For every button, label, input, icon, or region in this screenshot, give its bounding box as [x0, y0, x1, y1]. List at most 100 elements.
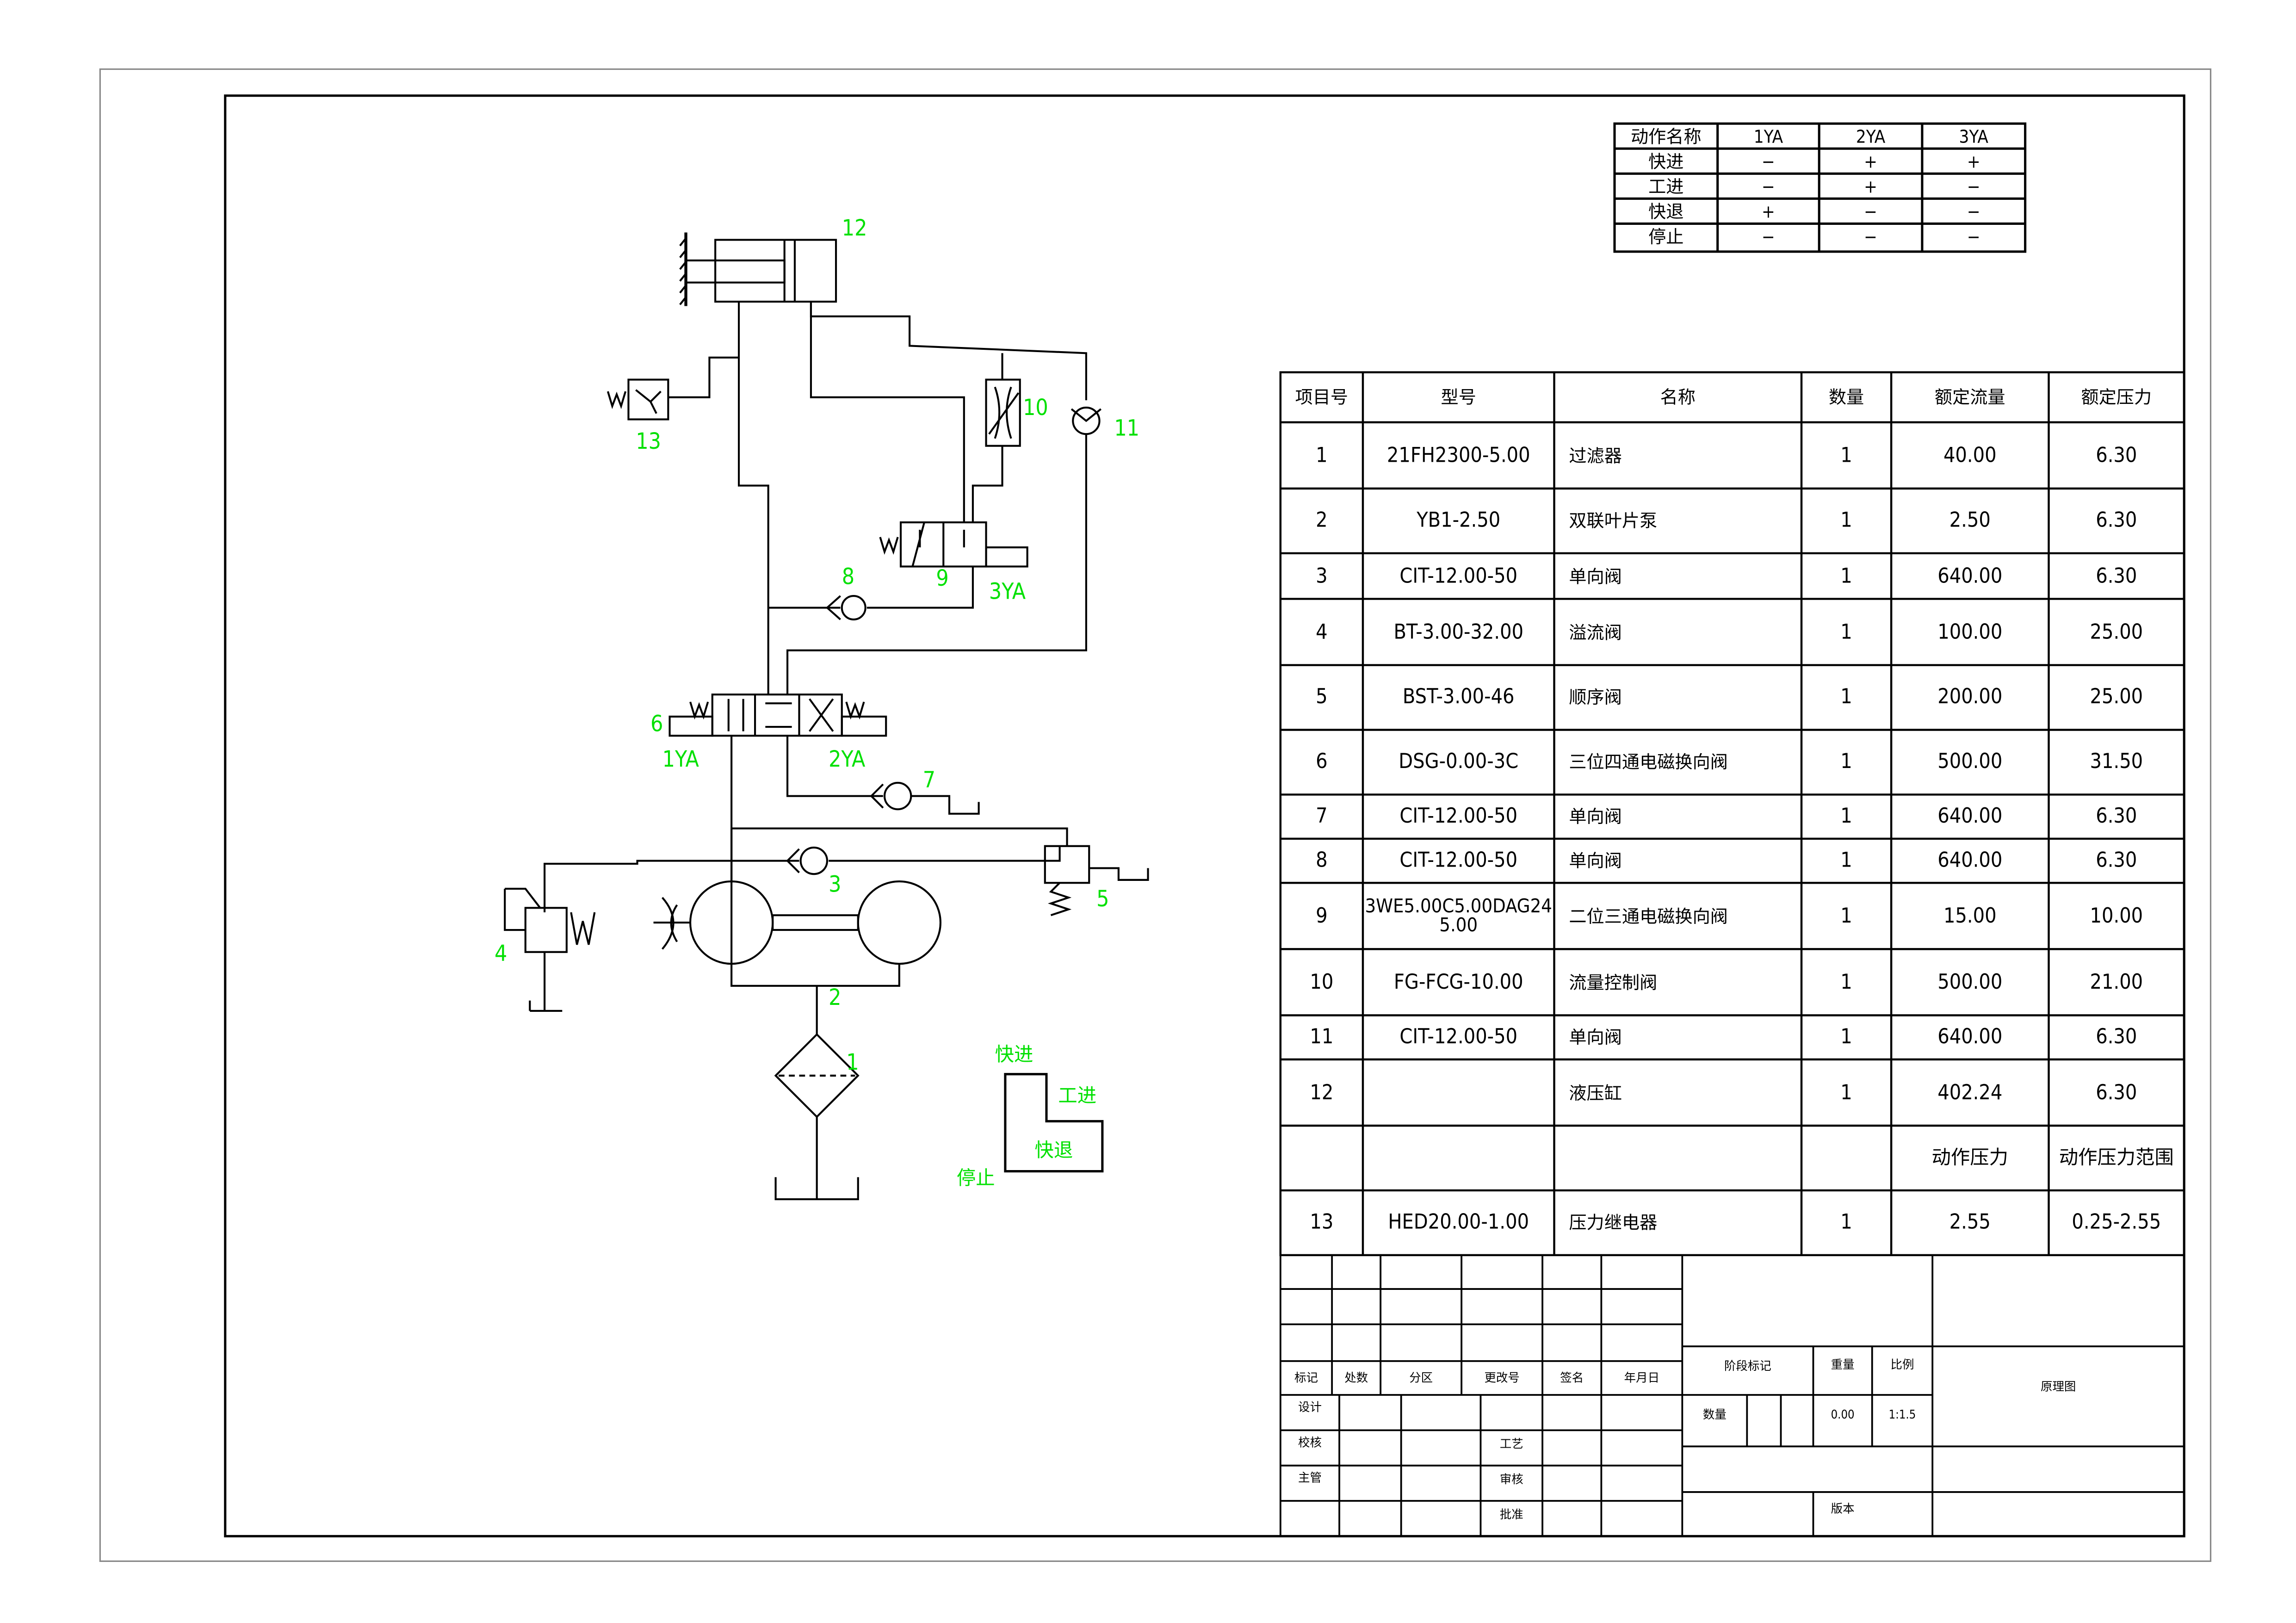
parts-cell: 640.00	[1937, 1025, 2003, 1049]
parts-cell: 31.50	[2090, 750, 2143, 774]
label-1: 1	[846, 1049, 859, 1076]
label-5: 5	[1096, 886, 1109, 912]
label-2: 2	[829, 984, 842, 1011]
cycle-fast-return: 快退	[1034, 1140, 1073, 1163]
parts-cell: 6.30	[2096, 443, 2137, 467]
parts-cell: 1	[1840, 564, 1852, 588]
tb-check: 校核	[1298, 1436, 1322, 1450]
tb-process: 工艺	[1499, 1437, 1523, 1451]
parts-cell: 1	[1840, 805, 1852, 829]
parts-cell: 0.25-2.55	[2072, 1211, 2161, 1235]
pressure-switch-13	[606, 378, 669, 421]
label-1ya: 1YA	[662, 746, 699, 773]
parts-cell: 5	[1316, 686, 1328, 709]
label-7: 7	[922, 766, 936, 793]
parts-cell: 溢流阀	[1569, 621, 1622, 643]
parts-cell: BT-3.00-32.00	[1393, 620, 1524, 644]
parts-cell: 动作压力	[1931, 1147, 2009, 1169]
parts-cell: 500.00	[1937, 750, 2003, 774]
action-header-name: 动作名称	[1630, 125, 1702, 147]
label-3: 3	[829, 871, 842, 898]
tb-signature: 签名	[1560, 1370, 1584, 1384]
parts-cell: DSG-0.00-3C	[1399, 750, 1519, 774]
parts-cell: CIT-12.00-50	[1399, 564, 1518, 588]
parts-cell: 单向阀	[1569, 850, 1622, 871]
parts-cell: 6.30	[2096, 1025, 2137, 1049]
parts-cell: 1	[1840, 443, 1852, 467]
parts-cell: HED20.00-1.00	[1388, 1211, 1529, 1235]
cylinder-12	[679, 232, 837, 306]
action-state: −	[1864, 201, 1877, 222]
parts-cell: FG-FCG-10.00	[1393, 970, 1523, 994]
pump-2	[653, 880, 941, 965]
parts-cell: 6.30	[2096, 849, 2137, 873]
parts-cell: 402.24	[1937, 1081, 2003, 1104]
parts-cell: 1	[1840, 686, 1852, 709]
label-9: 9	[936, 565, 949, 592]
parts-cell: 1	[1840, 1081, 1852, 1104]
action-header-1ya: 1YA	[1753, 125, 1783, 147]
tb-scale: 比例	[1890, 1358, 1914, 1372]
tb-weight: 重量	[1831, 1358, 1855, 1372]
parts-cell: 640.00	[1937, 564, 2003, 588]
label-8: 8	[842, 564, 855, 590]
parts-cell: 8	[1316, 849, 1328, 873]
parts-cell: 6.30	[2096, 1081, 2137, 1104]
tb-stage-mark: 阶段标记	[1724, 1359, 1771, 1373]
parts-cell: 40.00	[1943, 443, 1997, 467]
action-header-3ya: 3YA	[1959, 125, 1988, 147]
relief-valve-4	[504, 887, 596, 1012]
check-valve-11	[1071, 406, 1102, 435]
parts-cell: YB1-2.50	[1417, 509, 1501, 533]
parts-cell: 6.30	[2096, 805, 2137, 829]
parts-cell: 单向阀	[1569, 565, 1622, 587]
action-state: −	[1967, 201, 1980, 222]
cycle-work-feed: 工进	[1058, 1086, 1097, 1108]
parts-cell: 25.00	[2090, 686, 2143, 709]
action-state: +	[1864, 176, 1877, 197]
title-block-grid	[1279, 1255, 2185, 1536]
parts-cell: 21FH2300-5.00	[1386, 443, 1530, 467]
parts-header: 名称	[1660, 387, 1696, 408]
tb-date: 年月日	[1624, 1370, 1660, 1384]
action-name: 快进	[1648, 150, 1684, 172]
tb-drawing-name: 原理图	[2041, 1380, 2076, 1394]
parts-cell	[1363, 1126, 1554, 1190]
tb-count: 处数	[1344, 1370, 1368, 1384]
parts-cell: 11	[1310, 1025, 1334, 1049]
parts-cell: 压力继电器	[1569, 1212, 1658, 1233]
action-state: +	[1762, 201, 1775, 222]
parts-cell: 液压缸	[1569, 1082, 1622, 1103]
parts-cell	[1554, 1126, 1801, 1190]
tb-review: 审核	[1499, 1473, 1523, 1487]
action-name: 快退	[1648, 201, 1684, 222]
parts-cell	[1801, 1126, 1891, 1190]
check-valve-8	[825, 595, 866, 621]
action-state: −	[1967, 176, 1980, 197]
parts-header: 数量	[1828, 387, 1864, 408]
parts-cell: 过滤器	[1569, 445, 1622, 466]
tb-approve: 批准	[1499, 1508, 1523, 1522]
parts-cell: 15.00	[1943, 904, 1997, 928]
parts-cell: 单向阀	[1569, 1027, 1622, 1048]
parts-cell: 640.00	[1937, 805, 2003, 829]
tb-version: 版本	[1831, 1502, 1855, 1516]
parts-cell: 1	[1840, 849, 1852, 873]
cycle-fast-forward: 快进	[995, 1045, 1034, 1067]
valve-6	[668, 694, 887, 737]
parts-cell: 1	[1840, 620, 1852, 644]
tb-weight-value: 0.00	[1831, 1408, 1855, 1422]
parts-table-grid	[1279, 371, 2185, 1257]
parts-cell: 2.50	[1949, 509, 1991, 533]
label-12: 12	[842, 215, 867, 242]
parts-cell: 二位三通电磁换向阀	[1569, 905, 1728, 927]
tb-zone: 分区	[1409, 1370, 1433, 1384]
parts-cell: 500.00	[1937, 970, 2003, 994]
flow-control-valve-10	[985, 378, 1021, 447]
parts-cell: 1	[1840, 904, 1852, 928]
parts-cell: 1	[1840, 509, 1852, 533]
valve-9	[879, 521, 1028, 568]
parts-header: 项目号	[1295, 387, 1349, 408]
parts-cell: 200.00	[1937, 686, 2003, 709]
